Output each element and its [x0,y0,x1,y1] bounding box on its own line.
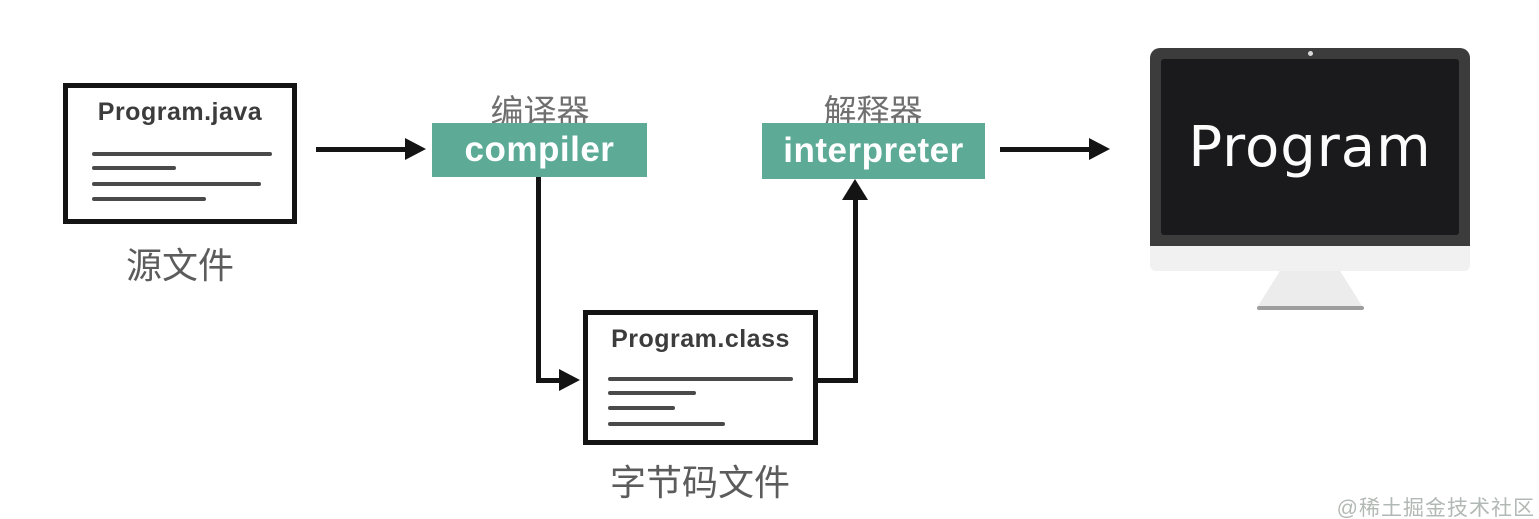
compiler-to-bytecode-hline [536,378,562,383]
arrow-right-icon [405,138,426,160]
monitor-stand [1258,271,1362,306]
source-file-box: Program.java [63,83,297,224]
bytecode-to-interpreter-vline [853,196,858,383]
text-line [92,152,272,156]
compiler-to-bytecode-vline [536,177,541,383]
arrow-right-icon [1089,138,1110,160]
bytecode-to-interpreter-hline [818,378,858,383]
source-file-label: 源文件 [125,245,234,286]
compiler-box-label: compiler [464,130,615,169]
arrow-right-icon [559,369,580,391]
interpreter-box: interpreter [762,123,985,179]
text-line [608,377,793,381]
watermark: @稀土掘金技术社区 [1336,497,1535,519]
monitor-chin [1150,246,1470,271]
text-line [608,391,696,395]
bytecode-file-label: 字节码文件 [609,462,790,503]
arrow-source-to-compiler-line [316,147,408,152]
text-line [92,182,261,186]
monitor-bezel: Program [1150,48,1470,246]
text-line [608,422,725,426]
text-line [92,166,176,170]
monitor-base [1257,306,1364,310]
camera-dot-icon [1308,51,1313,56]
arrow-interpreter-to-monitor-line [1000,147,1091,152]
bytecode-file-title: Program.class [611,325,790,353]
interpreter-box-label: interpreter [783,131,964,170]
arrow-up-icon [842,179,868,200]
bytecode-file-box: Program.class [583,310,818,445]
monitor-icon: Program [1150,48,1470,313]
monitor-screen: Program [1161,59,1459,235]
source-file-title: Program.java [97,98,263,126]
text-line [608,406,675,410]
text-line [92,197,206,201]
monitor-screen-text: Program [1188,114,1432,180]
compiler-box: compiler [432,123,647,177]
